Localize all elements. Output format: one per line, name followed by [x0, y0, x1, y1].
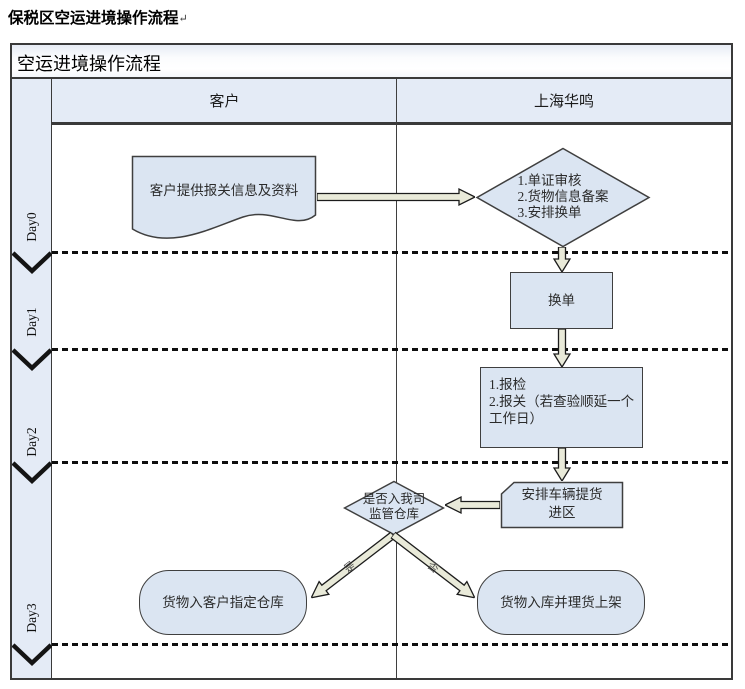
flow-frame — [10, 43, 733, 680]
day3-label: Day3 — [24, 603, 39, 633]
node-customer-warehouse-label: 货物入客户指定仓库 — [162, 595, 284, 610]
page-title-text: 保税区空运进境操作流程 — [8, 10, 179, 27]
exchange-to-declare-arrow — [552, 329, 572, 367]
node-exchange-label: 换单 — [548, 293, 575, 308]
node-pickup: 安排车辆提货 进区 — [500, 481, 624, 529]
chevron-down-icon — [12, 643, 52, 667]
document-shape-icon — [131, 155, 317, 239]
review-to-exchange-arrow — [552, 247, 572, 272]
decision-line1: 是否入我司 — [362, 492, 426, 506]
node-declare-line3: 工作日） — [489, 411, 543, 426]
node-declare-line2: 2.报关（若查验顺延一个 — [489, 394, 635, 409]
node-review-label: 1.单证审核 2.货物信息备案 3.安排换单 — [517, 173, 608, 221]
frame-title-band: 空运进境操作流程 — [12, 45, 731, 79]
frame-title: 空运进境操作流程 — [17, 54, 161, 74]
lane-header-company: 上海华鸣 — [397, 79, 731, 125]
node-pickup-line1: 安排车辆提货 — [521, 487, 603, 502]
chevron-down-icon — [12, 461, 52, 485]
chevron-down-icon — [12, 251, 52, 275]
node-warehouse-decision-label: 是否入我司 监管仓库 — [363, 492, 426, 522]
line-break-mark: ↵ — [178, 13, 188, 25]
node-exchange: 换单 — [510, 272, 613, 329]
node-review-line2: 2.货物信息备案 — [517, 189, 609, 204]
node-declare-line1: 1.报检 — [489, 377, 527, 392]
lane-divider-line — [396, 79, 397, 678]
day2-day3-dotted-line — [52, 461, 731, 464]
page-title: 保税区空运进境操作流程↵ — [8, 6, 188, 28]
day1-label: Day1 — [24, 307, 39, 337]
day1-day2-dotted-line — [52, 348, 731, 351]
declare-to-pickup-arrow — [552, 448, 572, 481]
node-customer-warehouse: 货物入客户指定仓库 — [139, 570, 307, 635]
node-pickup-line2: 进区 — [548, 505, 576, 520]
node-review-line3: 3.安排换单 — [517, 205, 582, 220]
day3-end-dotted-line — [52, 643, 731, 646]
doc-to-review-arrow — [317, 187, 475, 207]
day-band-strip — [12, 79, 52, 678]
node-warehouse-decision: 是否入我司 监管仓库 — [342, 480, 446, 536]
chevron-down-icon — [12, 348, 52, 372]
day0-label: Day0 — [24, 212, 39, 242]
day2-label: Day2 — [24, 427, 39, 457]
card-shape-icon — [500, 481, 624, 529]
node-customer-provide-docs: 客户提供报关信息及资料 — [131, 155, 317, 245]
node-review: 1.单证审核 2.货物信息备案 3.安排换单 — [475, 147, 651, 248]
day0-day1-dotted-line — [52, 251, 731, 254]
lane-header-customer-label: 客户 — [209, 94, 240, 110]
pickup-to-decision-arrow — [445, 495, 500, 515]
decision-line2: 监管仓库 — [368, 507, 420, 521]
node-pickup-label: 安排车辆提货 进区 — [500, 486, 624, 522]
node-declare: 1.报检 2.报关（若查验顺延一个 工作日） — [480, 367, 643, 448]
node-review-line1: 1.单证审核 — [517, 173, 582, 188]
node-own-warehouse: 货物入库并理货上架 — [477, 570, 645, 635]
lane-header-company-label: 上海华鸣 — [533, 94, 594, 110]
node-customer-provide-docs-label: 客户提供报关信息及资料 — [149, 183, 299, 198]
decision-no-arrow — [389, 531, 476, 599]
lane-header-customer: 客户 — [52, 79, 397, 125]
decision-yes-arrow — [310, 531, 397, 599]
node-own-warehouse-label: 货物入库并理货上架 — [500, 595, 622, 610]
